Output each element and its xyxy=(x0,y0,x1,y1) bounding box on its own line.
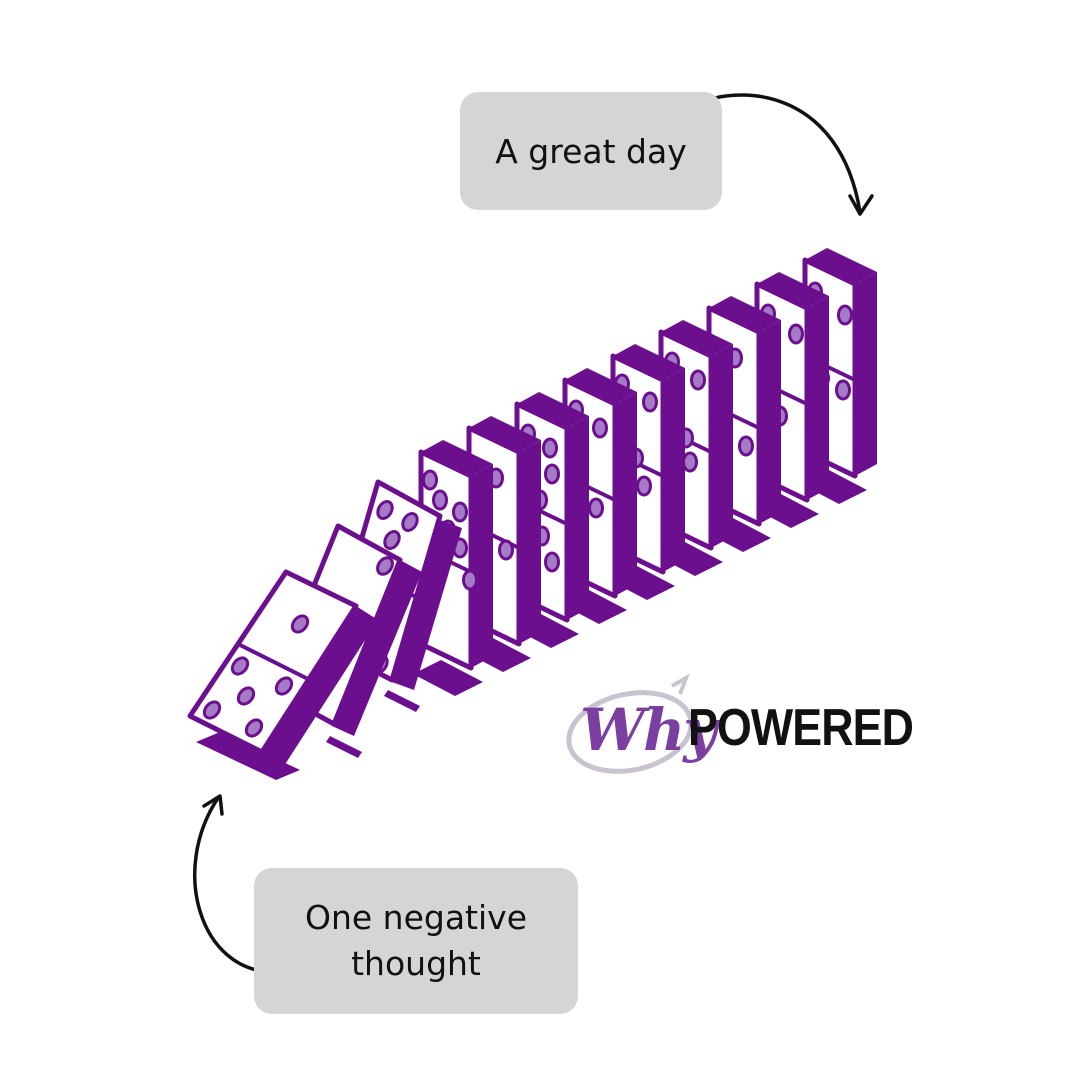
callout-negative-thought: One negative thought xyxy=(254,868,578,1014)
whypowered-logo: Why POWERED xyxy=(562,668,914,778)
curved-arrow-up-icon xyxy=(193,794,276,974)
callout-great-day: A great day xyxy=(460,92,722,210)
callout-great-day-text: A great day xyxy=(495,131,687,171)
logo-swoosh-icon xyxy=(566,673,694,774)
logo-powered: POWERED xyxy=(688,699,914,757)
callout-negative-thought-line1: One negative xyxy=(304,897,527,937)
domino xyxy=(187,569,378,780)
logo-why: Why xyxy=(580,696,717,764)
callout-negative-thought-line2: thought xyxy=(351,944,481,983)
